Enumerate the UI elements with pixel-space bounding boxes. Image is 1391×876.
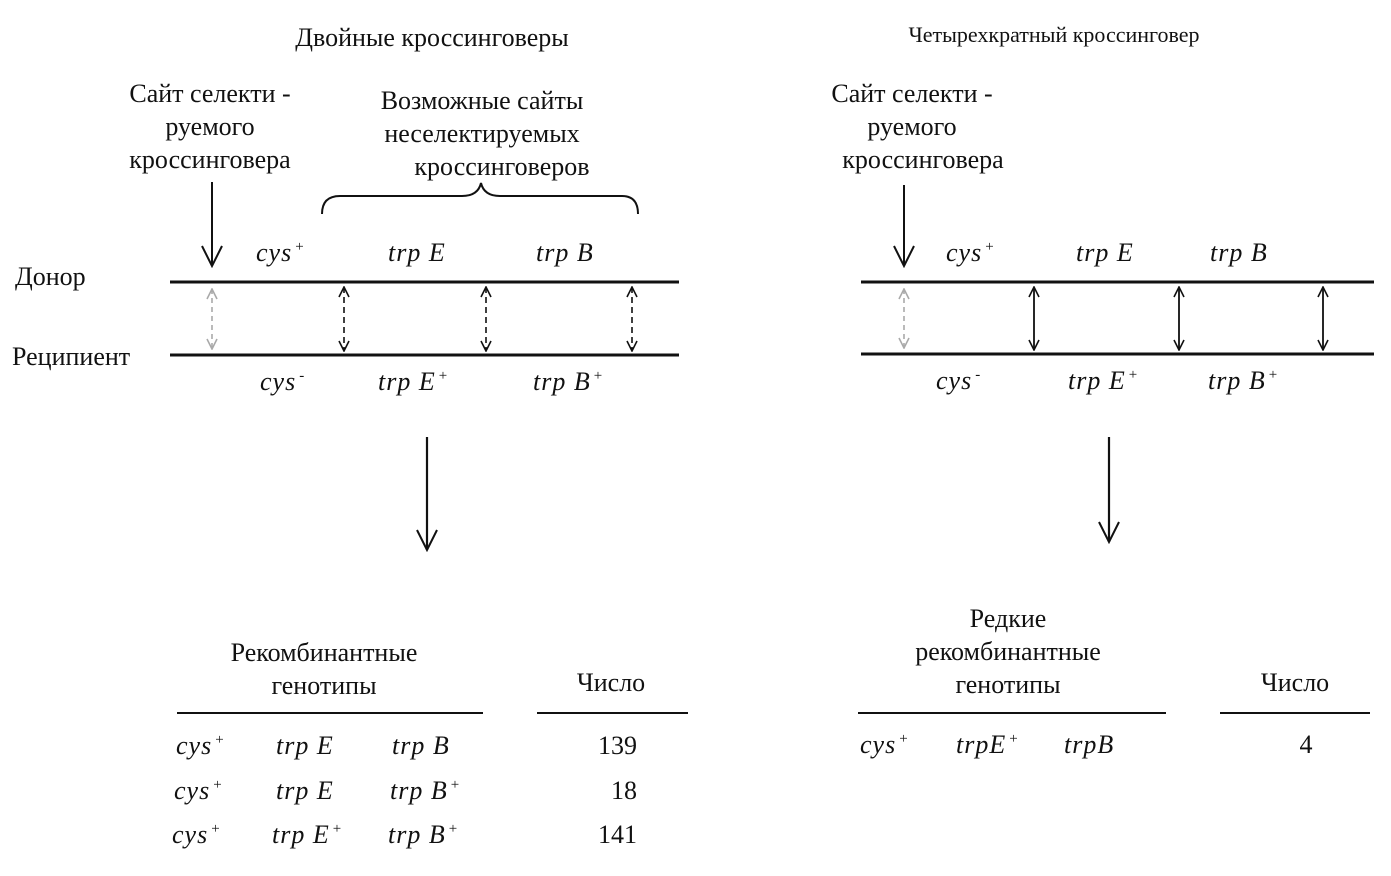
recipient-gene-trpB: trp B+ xyxy=(533,367,604,396)
table-row-gene: trp E+ xyxy=(272,820,343,849)
left-panel-title: Двойные кроссинговеры xyxy=(295,23,569,52)
genotypes-header-line: Редкие xyxy=(969,604,1047,633)
possible-sites-label-line: кроссинговеров xyxy=(414,152,590,181)
table-row-count: 18 xyxy=(611,776,637,805)
table-row-gene: trpB xyxy=(1064,730,1115,759)
table-row-gene: cys+ xyxy=(860,730,909,759)
recipient-label: Реципиент xyxy=(12,342,131,371)
recipient-gene-trpE: trp E+ xyxy=(378,367,449,396)
selected-site-label-line: Сайт селекти - xyxy=(831,79,993,108)
genotypes-header-line: рекомбинантные xyxy=(915,637,1101,666)
selected-site-label-line: руемого xyxy=(867,112,957,141)
table-row-gene: cys+ xyxy=(176,731,225,760)
donor-gene-trpB: trp B xyxy=(1210,238,1268,267)
genotypes-header-line: генотипы xyxy=(271,671,377,700)
selected-site-label-line: Сайт селекти - xyxy=(129,79,291,108)
count-header: Число xyxy=(576,668,646,697)
selected-site-label: Сайт селекти - руемого кроссинговера xyxy=(129,77,290,176)
recipient-gene-trpE: trp E+ xyxy=(1068,366,1139,395)
possible-sites-brace xyxy=(321,182,639,215)
table-row-count: 141 xyxy=(598,820,637,849)
selected-site-label-line: кроссинговера xyxy=(842,145,1004,174)
donor-gene-trpE: trp E xyxy=(388,238,446,267)
possible-sites-label-line: Возможные сайты xyxy=(380,86,584,115)
selected-site-label-line: руемого xyxy=(165,112,255,141)
table-row-gene: trp E xyxy=(276,731,334,760)
selected-site-label-line: кроссинговера xyxy=(129,145,291,174)
genotypes-header: Редкие рекомбинантные генотипы xyxy=(915,602,1101,701)
genotypes-header-line: генотипы xyxy=(955,670,1061,699)
recipient-gene-trpB: trp B+ xyxy=(1208,366,1279,395)
table-row-gene: trp B+ xyxy=(390,776,461,805)
table-row-gene: cys+ xyxy=(174,776,223,805)
donor-gene-trpB: trp B xyxy=(536,238,594,267)
selected-site-label: Сайт селекти - руемого кроссинговера xyxy=(820,77,1003,176)
right-panel-title: Четырехкратный кроссинговер xyxy=(908,22,1200,47)
table-row-gene: trp B+ xyxy=(388,820,459,849)
donor-gene-trpE: trp E xyxy=(1076,238,1134,267)
count-header: Число xyxy=(1260,668,1330,697)
table-row-gene: trp E xyxy=(276,776,334,805)
table-row-count: 139 xyxy=(598,731,637,760)
donor-label: Донор xyxy=(15,262,86,291)
donor-gene-cys: cys+ xyxy=(946,238,995,267)
recipient-gene-cys: cys- xyxy=(260,367,306,396)
genotypes-header-line: Рекомбинантные xyxy=(230,638,418,667)
possible-sites-label: Возможные сайты неселектируемых кроссинг… xyxy=(374,84,590,183)
table-row-gene: cys+ xyxy=(172,820,221,849)
possible-sites-label-line: неселектируемых xyxy=(384,119,580,148)
recipient-gene-cys: cys- xyxy=(936,366,982,395)
table-row-gene: trp B xyxy=(392,731,450,760)
genotypes-header: Рекомбинантные генотипы xyxy=(231,636,418,702)
table-row-gene: trpE+ xyxy=(956,730,1019,759)
donor-gene-cys: cys+ xyxy=(256,238,305,267)
table-row-count: 4 xyxy=(1299,730,1313,759)
